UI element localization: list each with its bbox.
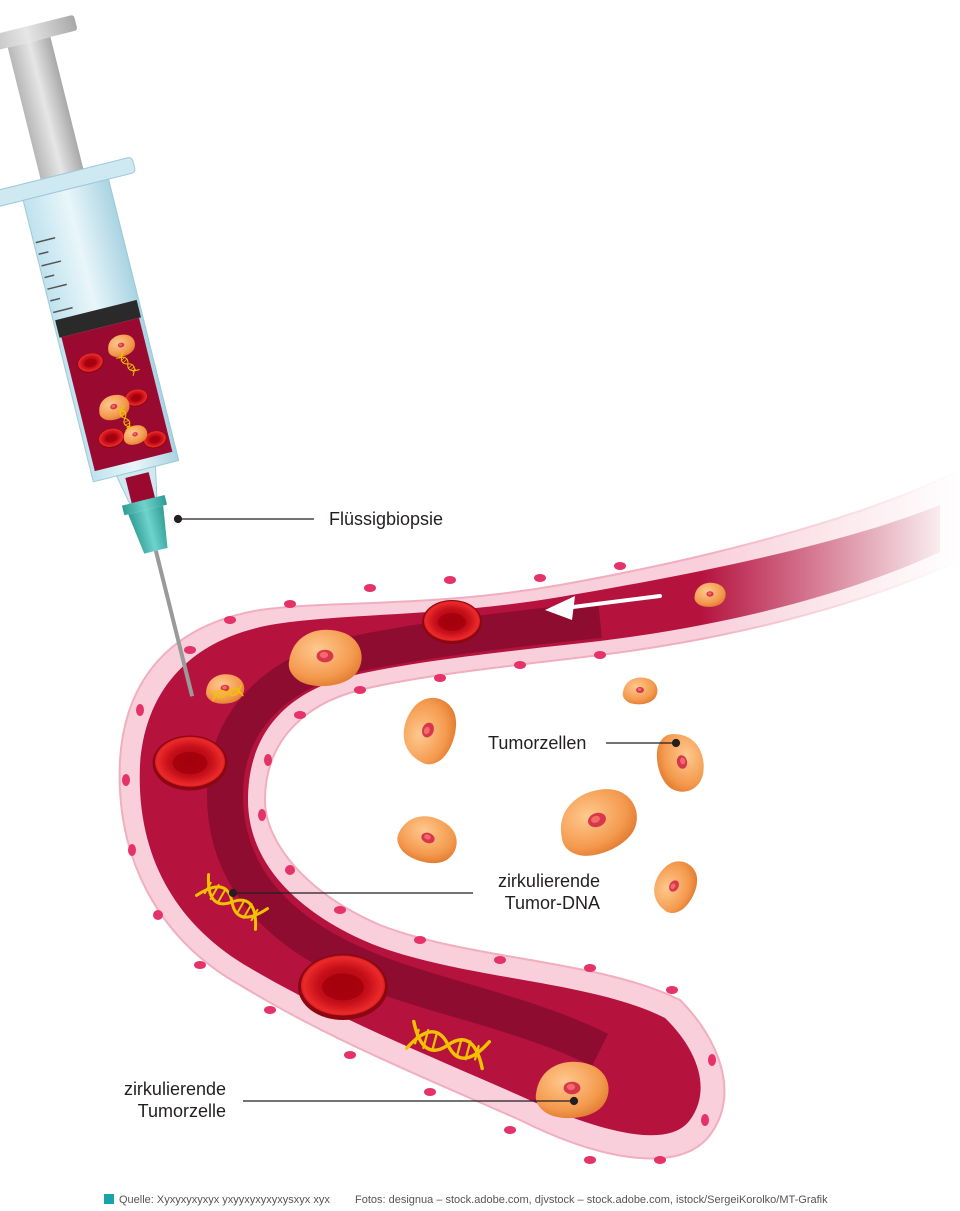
label-ctc-line1: zirkulierende	[123, 1079, 226, 1099]
tumor-cell	[644, 853, 706, 920]
tumor-cell	[392, 808, 464, 872]
label-ctc-line2: Tumorzelle	[137, 1101, 226, 1121]
red-blood-cell	[298, 954, 388, 1020]
flow-arrow-icon	[545, 594, 662, 620]
tumor-cell	[549, 779, 646, 865]
red-blood-cell	[422, 600, 482, 644]
label-circulating-tumor-dna: zirkulierende Tumor-DNA	[480, 870, 600, 914]
footer-source-text: Quelle: Xyxyxyxyxyx yxyyxyxyxyxysxyx xyx	[119, 1194, 330, 1206]
red-blood-cell	[152, 735, 228, 791]
tumor-cell	[652, 729, 709, 796]
label-liquid-biopsy: Flüssigbiopsie	[329, 509, 444, 529]
tumor-cell	[394, 690, 465, 771]
syringe	[0, 15, 195, 697]
label-tumor-cells: Tumorzellen	[488, 733, 587, 753]
source-square-icon	[104, 1194, 114, 1204]
label-ctdna-line1: zirkulierende	[497, 871, 600, 891]
needle-hub	[128, 505, 168, 554]
tumor-cell	[622, 677, 658, 705]
leader-lines	[173, 514, 681, 1106]
footer-credits: Fotos: designua – stock.adobe.com, djvst…	[355, 1194, 828, 1206]
label-circulating-tumor-cell: zirkulierende Tumorzelle	[100, 1078, 226, 1122]
label-ctdna-line2: Tumor-DNA	[504, 893, 600, 913]
plunger-handle	[0, 15, 77, 54]
blood-vessel	[118, 440, 960, 1164]
footer-source: Quelle: Xyxyxyxyxyx yxyyxyxyxyxysxyx xyx	[104, 1194, 330, 1206]
needle	[153, 550, 195, 697]
